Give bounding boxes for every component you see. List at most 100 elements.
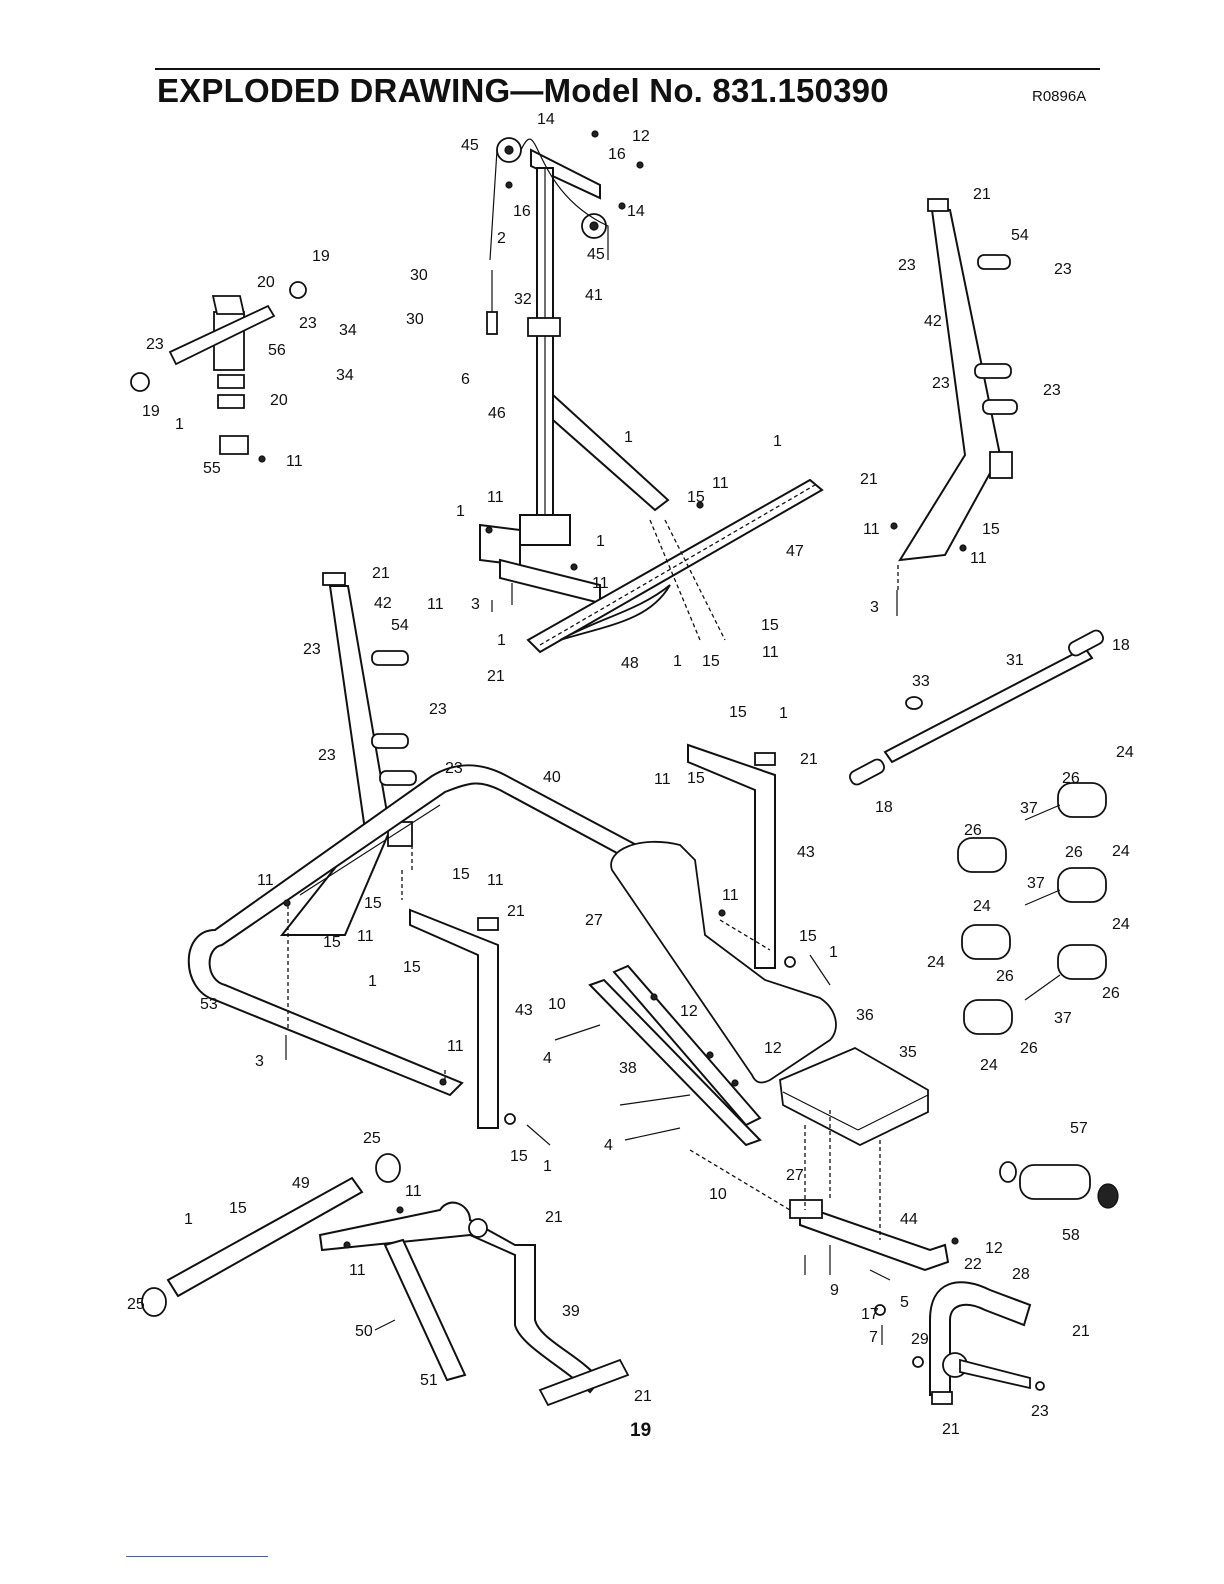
part-callout: 1 <box>596 533 605 550</box>
part-callout: 21 <box>634 1388 652 1405</box>
part-callout: 31 <box>1006 652 1024 669</box>
seat-frame-44 <box>789 1199 950 1272</box>
part-callout: 11 <box>405 1183 422 1200</box>
part-callout: 23 <box>445 760 463 777</box>
part-callout: 23 <box>303 641 321 658</box>
part-callout: 30 <box>410 267 428 284</box>
part-callout: 5 <box>900 1294 909 1311</box>
part-callout: 23 <box>898 257 916 274</box>
part-callout: 11 <box>257 872 274 889</box>
back-pad-36 <box>610 841 837 1084</box>
base-frame <box>187 764 644 1097</box>
slide-51 <box>383 1238 467 1382</box>
part-callout: 12 <box>632 128 650 145</box>
part-callout: 23 <box>1031 1403 1049 1420</box>
part-callout: 48 <box>621 655 639 672</box>
part-callout: 27 <box>585 912 603 929</box>
weight-post-assembly <box>130 281 307 455</box>
part-callout: 24 <box>973 898 991 915</box>
part-callout: 11 <box>447 1038 464 1055</box>
part-callout: 12 <box>680 1003 698 1020</box>
part-callout: 24 <box>1116 744 1134 761</box>
part-callout: 41 <box>585 287 603 304</box>
part-callout: 4 <box>604 1137 613 1154</box>
leg-bar-47 <box>526 478 824 654</box>
part-callout: 23 <box>1054 261 1072 278</box>
part-callout: 54 <box>1011 227 1029 244</box>
part-callout: 11 <box>487 489 504 506</box>
part-callout: 2 <box>497 230 506 247</box>
part-callout: 7 <box>869 1329 878 1346</box>
part-callout: 58 <box>1062 1227 1080 1244</box>
part-callout: 50 <box>355 1323 373 1340</box>
part-callout: 19 <box>312 248 330 265</box>
part-callout: 11 <box>970 550 987 567</box>
weights-26 <box>957 782 1107 1035</box>
part-callout: 18 <box>875 799 893 816</box>
part-callout: 10 <box>709 1186 727 1203</box>
part-callout: 43 <box>797 844 815 861</box>
part-callout: 6 <box>461 371 470 388</box>
part-callout: 21 <box>800 751 818 768</box>
part-callout: 57 <box>1070 1120 1088 1137</box>
part-callout: 32 <box>514 291 532 308</box>
curl-bar-31 <box>849 629 1104 786</box>
part-callout: 53 <box>200 996 218 1013</box>
part-callout: 24 <box>1112 916 1130 933</box>
part-callout: 28 <box>1012 1266 1030 1283</box>
part-callout: 54 <box>391 617 409 634</box>
part-callout: 21 <box>487 668 505 685</box>
part-callout: 42 <box>924 313 942 330</box>
part-callout: 15 <box>510 1148 528 1165</box>
part-callout: 15 <box>799 928 817 945</box>
part-callout: 1 <box>184 1211 193 1228</box>
part-callout: 11 <box>722 887 739 904</box>
part-callout: 15 <box>729 704 747 721</box>
part-callout: 15 <box>687 770 705 787</box>
part-callout: 3 <box>471 596 480 613</box>
weight-sleeve-58 <box>999 1161 1119 1209</box>
part-callout: 1 <box>368 973 377 990</box>
part-callout: 29 <box>911 1331 929 1348</box>
part-callout: 24 <box>1112 843 1130 860</box>
part-callout: 1 <box>543 1158 552 1175</box>
part-callout: 12 <box>985 1240 1003 1257</box>
hardware <box>258 130 1045 1391</box>
part-callout: 26 <box>996 968 1014 985</box>
part-callout: 26 <box>1062 770 1080 787</box>
part-callout: 37 <box>1054 1010 1072 1027</box>
part-callout: 38 <box>619 1060 637 1077</box>
part-callout: 26 <box>964 822 982 839</box>
part-callout: 24 <box>927 954 945 971</box>
footer-rule <box>126 1556 268 1557</box>
part-callout: 3 <box>870 599 879 616</box>
part-callout: 1 <box>829 944 838 961</box>
part-callout: 11 <box>427 596 444 613</box>
part-callout: 23 <box>146 336 164 353</box>
part-callout: 21 <box>507 903 525 920</box>
part-callout: 21 <box>860 471 878 488</box>
part-callout: 11 <box>712 475 729 492</box>
part-callout: 18 <box>1112 637 1130 654</box>
part-callout: 22 <box>964 1256 982 1273</box>
part-callout: 11 <box>286 453 303 470</box>
part-callout: 15 <box>687 489 705 506</box>
part-callout: 55 <box>203 460 221 477</box>
part-callout: 23 <box>318 747 336 764</box>
part-callout: 15 <box>761 617 779 634</box>
part-callout: 11 <box>349 1262 366 1279</box>
part-callout: 45 <box>587 246 605 263</box>
part-callout: 15 <box>452 866 470 883</box>
part-callout: 21 <box>973 186 991 203</box>
part-callout: 27 <box>786 1167 804 1184</box>
part-callout: 21 <box>372 565 390 582</box>
part-callout: 15 <box>702 653 720 670</box>
part-callout: 45 <box>461 137 479 154</box>
part-callout: 3 <box>255 1053 264 1070</box>
part-callout: 37 <box>1020 800 1038 817</box>
part-callout: 15 <box>323 934 341 951</box>
part-callout: 39 <box>562 1303 580 1320</box>
part-callout: 36 <box>856 1007 874 1024</box>
part-callout: 15 <box>403 959 421 976</box>
